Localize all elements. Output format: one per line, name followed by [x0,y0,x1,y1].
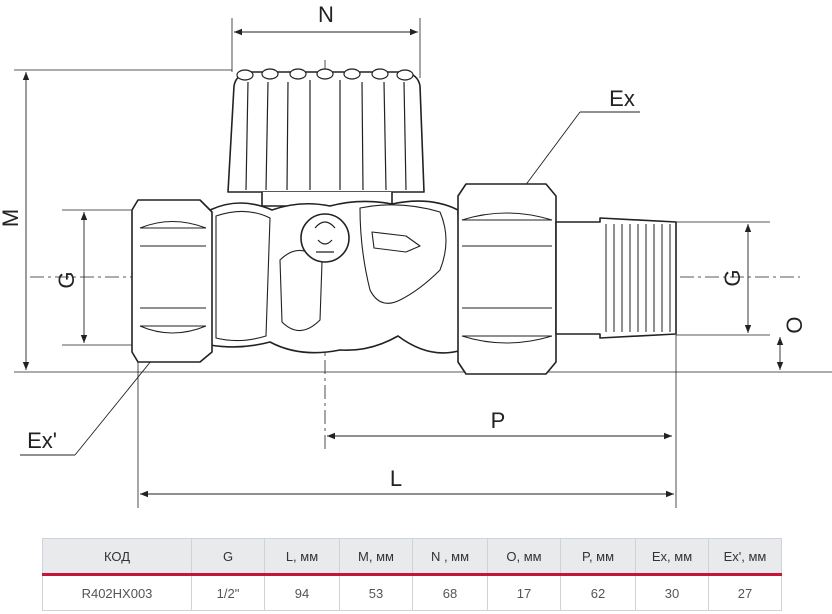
label-p: P [491,408,506,433]
dimension-lines [20,28,784,498]
spec-table-header: КОД G L, мм M, мм N , мм O, мм P, мм Ex,… [42,538,782,576]
table-cell: 68 [412,574,488,611]
label-ex-prime: Ex' [27,428,57,453]
table-cell: 1/2" [191,574,265,611]
header-cell: КОД [42,538,192,576]
label-g-left: G [54,271,79,288]
table-cell: 30 [635,574,709,611]
table-cell: 17 [487,574,561,611]
label-n: N [318,2,334,27]
label-m: M [0,209,23,227]
label-g-right: G [720,269,745,286]
table-cell: 62 [560,574,636,611]
header-cell: M, мм [339,538,413,576]
table-cell: 94 [264,574,340,611]
dimension-labels: N M G G O Ex Ex' P L [0,2,807,491]
table-cell: 53 [339,574,413,611]
label-ex: Ex [609,86,635,111]
label-o: O [782,316,807,333]
spec-table: КОД G L, мм M, мм N , мм O, мм P, мм Ex,… [42,538,782,611]
header-cell: L, мм [264,538,340,576]
valve-body [131,68,677,375]
extension-lines [14,18,832,508]
label-l: L [390,466,402,491]
header-cell: G [191,538,265,576]
table-row: R402HX003 1/2" 94 53 68 17 62 30 27 [42,574,782,611]
header-cell: Ex, мм [635,538,709,576]
header-cell: O, мм [487,538,561,576]
table-cell: R402HX003 [42,574,192,611]
table-cell: 27 [708,574,782,611]
header-cell: Ex', мм [708,538,782,576]
valve-drawing: N M G G O Ex Ex' P L [0,2,832,508]
header-cell: P, мм [560,538,636,576]
header-cell: N , мм [412,538,488,576]
